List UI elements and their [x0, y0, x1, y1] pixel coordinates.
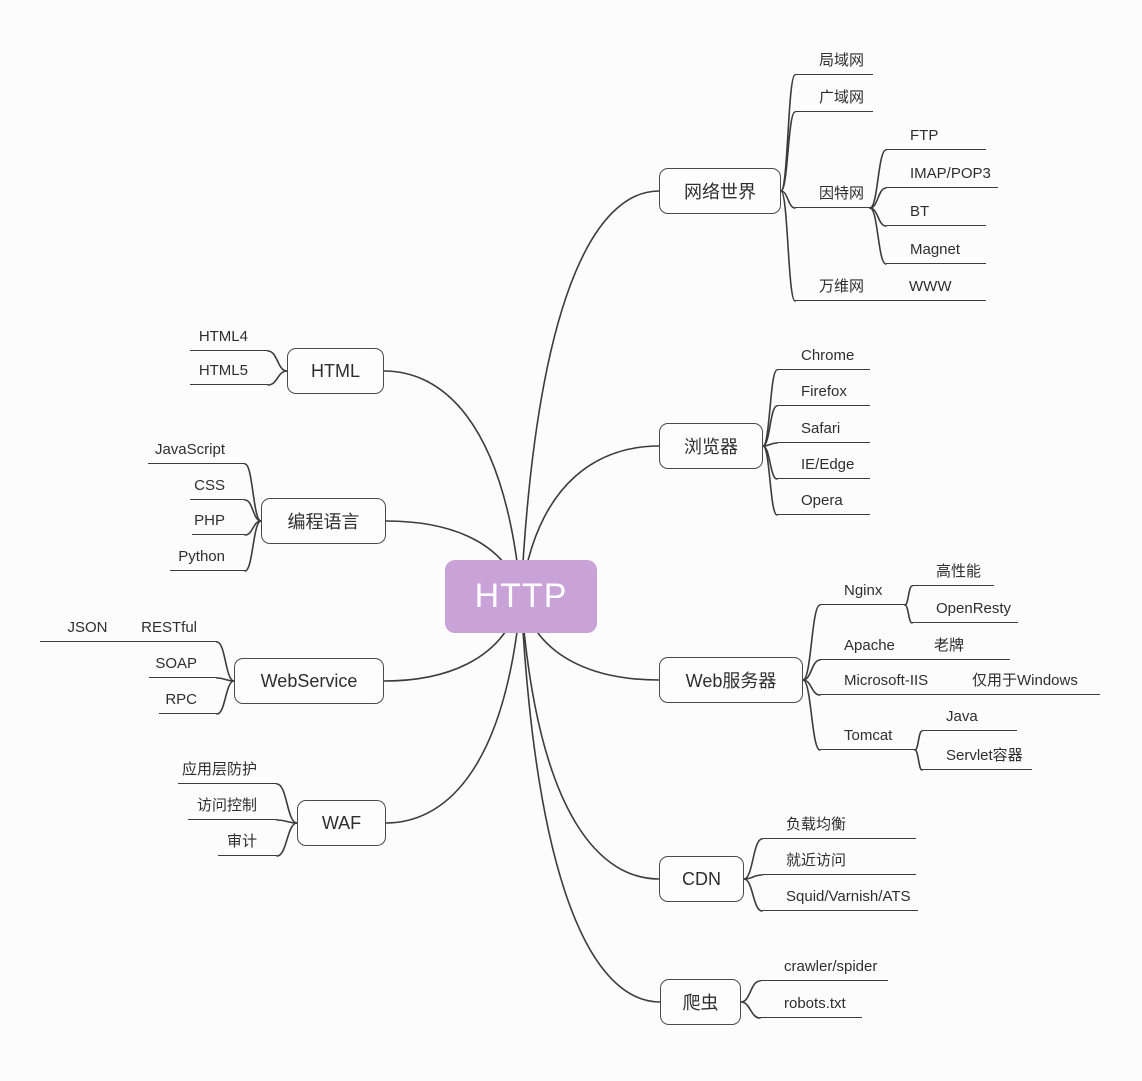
- topic-waf[interactable]: WAF: [297, 800, 386, 846]
- topic-lan[interactable]: 局域网: [795, 49, 873, 75]
- topic-opera[interactable]: Opera: [777, 489, 870, 515]
- topic-html5[interactable]: HTML5: [190, 359, 268, 385]
- topic-imap-pop3[interactable]: IMAP/POP3: [886, 162, 998, 188]
- topic-nginx[interactable]: Nginx: [820, 579, 905, 605]
- topic-firefox[interactable]: Firefox: [777, 380, 870, 406]
- topic-windows-only[interactable]: 仅用于Windows: [948, 669, 1100, 695]
- topic-bt[interactable]: BT: [886, 200, 986, 226]
- topic-crawler-spider[interactable]: crawler/spider: [760, 955, 888, 981]
- topic-html4[interactable]: HTML4: [190, 325, 268, 351]
- topic-servlet-container[interactable]: Servlet容器: [922, 744, 1032, 770]
- topic-soap[interactable]: SOAP: [149, 652, 217, 678]
- topic-css[interactable]: CSS: [190, 474, 245, 500]
- topic-json[interactable]: JSON: [40, 616, 135, 642]
- topic-tomcat[interactable]: Tomcat: [820, 724, 915, 750]
- topic-high-performance[interactable]: 高性能: [912, 560, 994, 586]
- topic-rpc[interactable]: RPC: [159, 688, 217, 714]
- topic-restful[interactable]: RESTful: [135, 616, 217, 642]
- topic-programming-language[interactable]: 编程语言: [261, 498, 386, 544]
- topic-squid-varnish-ats[interactable]: Squid/Varnish/ATS: [762, 885, 918, 911]
- topic-microsoft-iis[interactable]: Microsoft-IIS: [820, 669, 948, 695]
- topic-app-layer-protection[interactable]: 应用层防护: [178, 758, 277, 784]
- topic-safari[interactable]: Safari: [777, 417, 870, 443]
- topic-magnet[interactable]: Magnet: [886, 238, 986, 264]
- topic-python[interactable]: Python: [170, 545, 245, 571]
- topic-internet[interactable]: 因特网: [795, 182, 870, 208]
- topic-world-wide-web[interactable]: 万维网: [795, 275, 885, 301]
- topic-apache[interactable]: Apache: [820, 634, 910, 660]
- topic-access-control[interactable]: 访问控制: [188, 794, 277, 820]
- topic-ie-edge[interactable]: IE/Edge: [777, 453, 870, 479]
- topic-openresty[interactable]: OpenResty: [912, 597, 1018, 623]
- topic-www[interactable]: WWW: [885, 275, 986, 301]
- topic-php[interactable]: PHP: [192, 509, 245, 535]
- topic-ftp[interactable]: FTP: [886, 124, 986, 150]
- topic-cdn[interactable]: CDN: [659, 856, 744, 902]
- topic-html[interactable]: HTML: [287, 348, 384, 394]
- topic-wan[interactable]: 广域网: [795, 86, 873, 112]
- root-topic-http[interactable]: HTTP: [445, 560, 597, 633]
- topic-old-brand[interactable]: 老牌: [910, 634, 1010, 660]
- topic-load-balancing[interactable]: 负载均衡: [762, 813, 916, 839]
- topic-web-server[interactable]: Web服务器: [659, 657, 803, 703]
- topic-network-world[interactable]: 网络世界: [659, 168, 781, 214]
- topic-webservice[interactable]: WebService: [234, 658, 384, 704]
- topic-java[interactable]: Java: [922, 705, 1017, 731]
- topic-nearby-access[interactable]: 就近访问: [762, 849, 916, 875]
- topic-crawler[interactable]: 爬虫: [660, 979, 741, 1025]
- topic-browser[interactable]: 浏览器: [659, 423, 763, 469]
- topic-robots-txt[interactable]: robots.txt: [760, 992, 862, 1018]
- topic-audit[interactable]: 审计: [218, 830, 277, 856]
- topic-chrome[interactable]: Chrome: [777, 344, 870, 370]
- topic-javascript[interactable]: JavaScript: [148, 438, 245, 464]
